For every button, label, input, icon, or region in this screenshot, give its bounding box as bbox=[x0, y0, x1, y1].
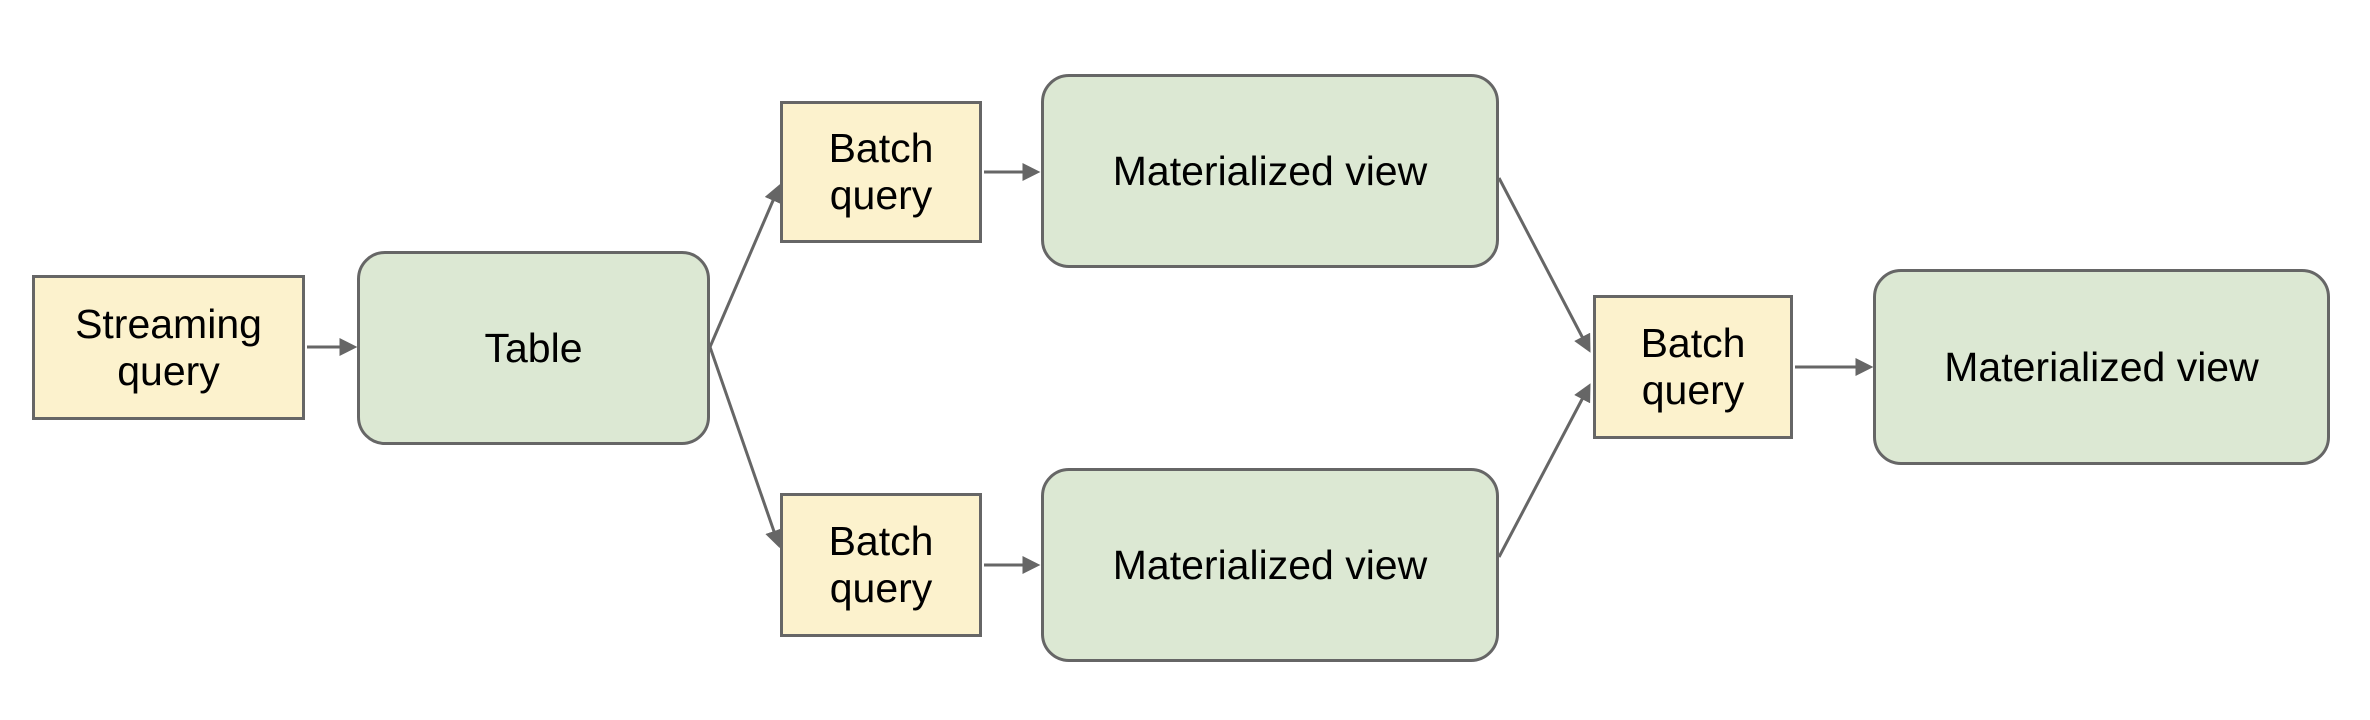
node-batch-query-bottom-label: Batch query bbox=[828, 518, 934, 611]
node-streaming-query: Streaming query bbox=[32, 275, 305, 420]
node-materialized-view-bottom: Materialized view bbox=[1041, 468, 1499, 662]
node-materialized-view-final: Materialized view bbox=[1873, 269, 2330, 465]
node-materialized-view-top-label: Materialized view bbox=[1112, 147, 1428, 194]
node-batch-query-top-label: Batch query bbox=[828, 125, 934, 218]
node-streaming-query-label: Streaming query bbox=[75, 300, 262, 394]
node-batch-query-right: Batch query bbox=[1593, 295, 1793, 439]
node-materialized-view-bottom-label: Materialized view bbox=[1112, 541, 1428, 588]
edge-table-to-batch-query-top bbox=[708, 184, 782, 348]
node-table-label: Table bbox=[484, 324, 583, 371]
node-materialized-view-top: Materialized view bbox=[1041, 74, 1499, 268]
node-batch-query-top: Batch query bbox=[780, 101, 982, 243]
node-batch-query-bottom: Batch query bbox=[780, 493, 982, 637]
edge-table-to-batch-query-bottom bbox=[708, 346, 783, 549]
edge-materialized-view-top-to-batch-query-right bbox=[1497, 177, 1591, 353]
node-table: Table bbox=[357, 251, 710, 445]
node-materialized-view-final-label: Materialized view bbox=[1944, 343, 2259, 390]
node-batch-query-right-label: Batch query bbox=[1640, 320, 1746, 413]
edge-materialized-view-bottom-to-batch-query-right bbox=[1497, 383, 1591, 558]
